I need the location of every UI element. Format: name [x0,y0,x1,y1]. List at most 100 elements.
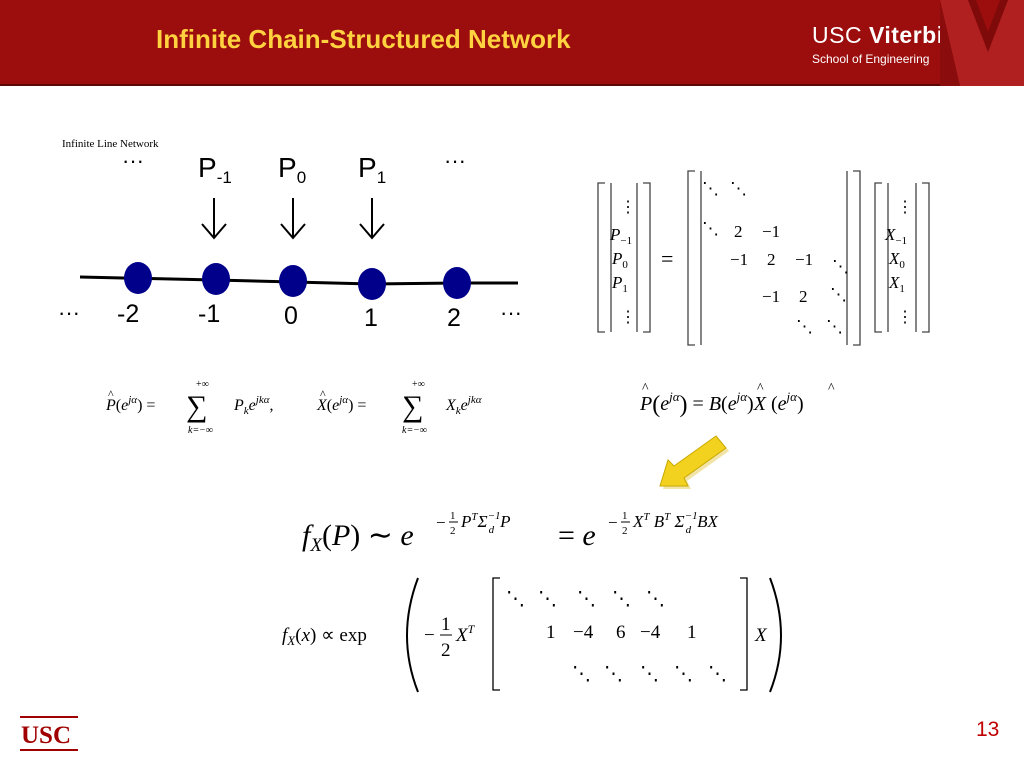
down-arrow-icon [280,198,306,240]
svg-text:−1: −1 [795,250,813,269]
svg-text:X−1: X−1 [884,225,907,247]
slide-header: Infinite Chain-Structured Network USC Vi… [0,0,1024,86]
svg-text:k=−∞: k=−∞ [188,425,213,436]
logo-viterbi-name: Viterbi [868,22,944,48]
svg-text:1: 1 [450,510,456,522]
svg-text:∑: ∑ [402,390,423,423]
svg-text:⋮: ⋮ [620,309,636,326]
svg-text:⋱: ⋱ [612,589,631,610]
svg-text:−4: −4 [640,622,661,643]
injection-label-p-minus1: P-1 [198,152,232,187]
injection-label-p0: P0 [278,152,306,187]
svg-text:⋱: ⋱ [702,179,719,198]
svg-text:P-1: P-1 [198,152,232,187]
slide-title: Infinite Chain-Structured Network [156,24,571,54]
dft-definitions: P(ejα) = ^ +∞ ∑ k=−∞ Pkejkα, X(ejα) = ^ … [105,379,482,436]
node-1 [358,268,386,300]
svg-text:Xkejkα: Xkejkα [445,394,482,417]
svg-text:2: 2 [734,222,743,241]
svg-text:⋮: ⋮ [620,199,636,216]
svg-text:−: − [608,513,618,532]
down-arrow-icon [201,198,227,240]
svg-text:X0: X0 [888,249,905,271]
node-label: 0 [284,302,298,330]
svg-text:⋱: ⋱ [640,664,659,685]
svg-text:+∞: +∞ [412,379,425,390]
svg-text:⋱: ⋱ [708,664,727,685]
svg-text:−1: −1 [730,250,748,269]
svg-text:2: 2 [622,525,628,537]
node-minus2 [124,262,152,294]
svg-text:⋱: ⋱ [826,317,843,336]
svg-text:⋱: ⋱ [506,589,525,610]
svg-text:+∞: +∞ [196,379,209,390]
svg-text:⋱: ⋱ [646,589,665,610]
node-label: -2 [117,300,139,328]
node-label: -1 [198,300,220,328]
svg-text:= e: = e [558,519,596,552]
svg-text:PTΣ−1dP: PTΣ−1dP [460,510,510,536]
svg-text:⋮: ⋮ [897,309,913,326]
svg-text:X1: X1 [888,273,905,295]
svg-text:^: ^ [108,387,114,401]
svg-text:−1: −1 [762,222,780,241]
svg-text:^: ^ [828,381,835,396]
banded-matrix-equation: fX(x) ∝ exp − 12 XT ⋱⋱⋱⋱⋱ 1 −4 6 −4 1 ⋱⋱… [282,577,782,693]
node-2 [443,267,471,299]
logo-school-text: School of Engineering [812,52,930,66]
network-ellipsis-bottom-left: ··· [58,300,80,325]
svg-text:⋱: ⋱ [832,257,849,276]
svg-text:P0: P0 [611,249,628,271]
network-caption: Infinite Line Network [62,138,159,150]
svg-text:1: 1 [441,614,451,635]
svg-text:k=−∞: k=−∞ [402,425,427,436]
network-ellipsis-bottom-right: ··· [500,300,522,325]
svg-text:2: 2 [799,287,808,306]
yellow-arrow-icon [659,435,729,489]
svg-text:⋱: ⋱ [577,589,596,610]
node-label: 1 [364,304,378,332]
svg-text:P1: P1 [611,273,628,295]
svg-text:⋱: ⋱ [730,179,747,198]
svg-text:P(ejα) =: P(ejα) = [105,394,155,414]
svg-text:⋱: ⋱ [572,664,591,685]
injection-label-p1: P1 [358,152,386,187]
svg-text:−1: −1 [762,287,780,306]
svg-text:2: 2 [450,525,456,537]
svg-text:P0: P0 [278,152,306,187]
node-minus1 [202,263,230,295]
svg-text:^: ^ [642,381,649,396]
node-label: 2 [447,304,461,332]
svg-text:XT: XT [455,622,476,646]
svg-text:⋱: ⋱ [538,589,557,610]
line-network-diagram: ··· ··· P-1 P0 P1 ··· ··· -2 -1 0 1 [58,148,522,332]
usc-footer-logo-text: USC [21,722,71,749]
svg-text:2: 2 [441,640,451,661]
svg-text:fX(P) ∼ e: fX(P) ∼ e [302,519,414,556]
svg-text:1: 1 [546,622,556,643]
network-ellipsis-top-right: ··· [444,148,466,173]
logo-usc-prefix: USC [812,22,869,48]
svg-text:X(ejα) =: X(ejα) = [316,394,366,414]
svg-text:2: 2 [767,250,776,269]
svg-text:−: − [436,513,446,532]
svg-text:^: ^ [320,387,326,401]
network-nodes [124,262,471,300]
down-arrow-icon [359,198,385,240]
matrix-brackets [597,170,930,346]
svg-text:P(ejα) = B(ejα)X (ejα): P(ejα) = B(ejα)X (ejα) [639,389,804,418]
svg-text:^: ^ [757,381,764,396]
svg-text:⋱: ⋱ [796,317,813,336]
node-0 [279,265,307,297]
transfer-equation: P(ejα) = B(ejα)X (ejα) ^ ^ ^ [639,381,835,418]
svg-text:1: 1 [622,510,628,522]
svg-text:1: 1 [687,622,697,643]
svg-text:P−1: P−1 [609,225,632,247]
svg-text:∑: ∑ [186,390,207,423]
svg-text:⋱: ⋱ [702,219,719,238]
svg-text:−: − [424,625,435,646]
svg-text:=: = [661,246,673,271]
